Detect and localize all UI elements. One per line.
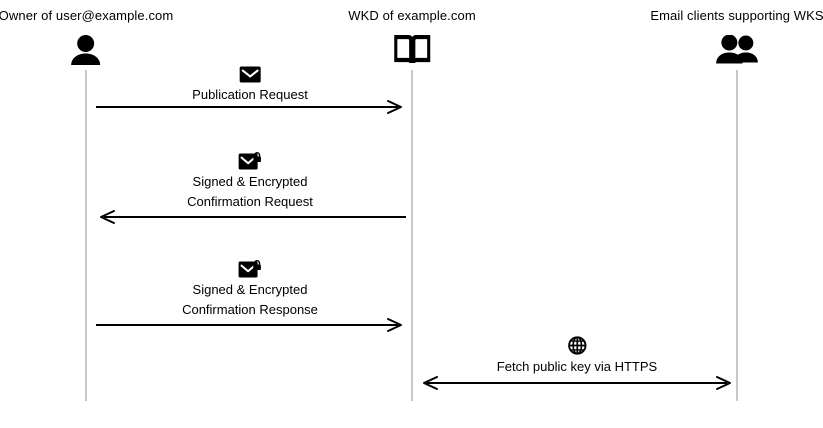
message-publication-request: Publication Request bbox=[192, 63, 308, 105]
actor-owner[interactable]: Owner of user@example.com bbox=[0, 8, 173, 66]
lifeline-clients bbox=[736, 70, 738, 401]
people-icon bbox=[650, 34, 823, 66]
envelope-icon bbox=[192, 63, 308, 83]
message-publication-request-line-1: Publication Request bbox=[192, 87, 308, 102]
actor-clients[interactable]: Email clients supporting WKS bbox=[650, 8, 823, 66]
message-confirmation-request-line-2: Confirmation Request bbox=[187, 194, 313, 209]
message-confirmation-response: Signed & Encrypted Confirmation Response bbox=[182, 258, 318, 320]
actor-clients-label: Email clients supporting WKS bbox=[650, 8, 823, 23]
message-confirmation-request-line-1: Signed & Encrypted bbox=[192, 174, 308, 189]
arrow-confirmation-request bbox=[96, 210, 406, 224]
lifeline-wkd bbox=[411, 70, 413, 401]
message-fetch-public-key: Fetch public key via HTTPS bbox=[497, 335, 657, 377]
globe-icon bbox=[497, 335, 657, 355]
book-icon bbox=[348, 34, 476, 66]
envelope-lock-icon bbox=[187, 150, 313, 170]
arrow-confirmation-response bbox=[96, 318, 406, 332]
message-confirmation-response-line-1: Signed & Encrypted bbox=[192, 282, 308, 297]
message-fetch-public-key-line-1: Fetch public key via HTTPS bbox=[496, 359, 658, 374]
arrow-fetch-public-key bbox=[422, 376, 732, 390]
envelope-lock-icon bbox=[182, 258, 318, 278]
arrow-publication-request bbox=[96, 100, 406, 114]
person-icon bbox=[0, 34, 173, 66]
message-confirmation-request: Signed & Encrypted Confirmation Request bbox=[187, 150, 313, 212]
actor-owner-label: Owner of user@example.com bbox=[0, 8, 174, 23]
lifeline-owner bbox=[85, 70, 87, 401]
actor-wkd[interactable]: WKD of example.com bbox=[348, 8, 476, 66]
actor-wkd-label: WKD of example.com bbox=[348, 8, 476, 23]
message-confirmation-response-line-2: Confirmation Response bbox=[182, 302, 318, 317]
